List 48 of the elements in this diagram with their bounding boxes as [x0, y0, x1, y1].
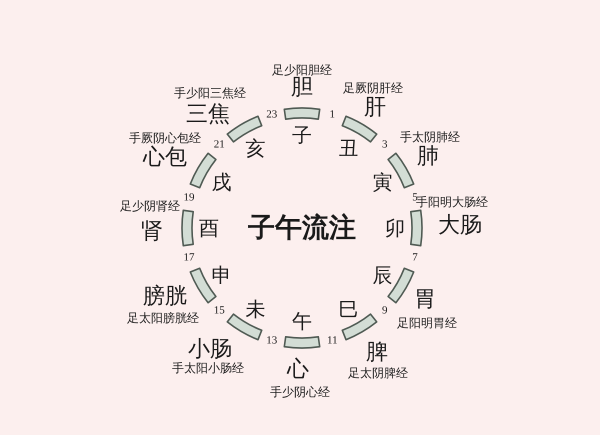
- meridian-label: 足少阳胆经: [272, 64, 332, 76]
- organ-label: 膀胱: [143, 286, 187, 308]
- meridian-label: 足少阴肾经: [120, 200, 180, 212]
- organ-label: 大肠: [438, 215, 482, 237]
- branch-label: 子: [292, 125, 312, 145]
- hour-label: 7: [412, 252, 418, 264]
- branch-label: 卯: [385, 218, 405, 238]
- branch-label: 酉: [199, 218, 219, 238]
- diagram-title: 子午流注: [248, 214, 356, 242]
- organ-label: 脾: [366, 342, 388, 364]
- meridian-label: 手太阳小肠经: [172, 362, 244, 374]
- hour-label: 21: [214, 140, 225, 151]
- hour-label: 3: [382, 140, 388, 151]
- organ-label: 胆: [291, 77, 313, 99]
- meridian-label: 手厥阴心包经: [129, 132, 201, 144]
- organ-label: 肺: [417, 146, 439, 168]
- meridian-label: 手阳明大肠经: [416, 196, 488, 208]
- organ-label: 心包: [143, 147, 187, 169]
- branch-label: 巳: [338, 298, 358, 318]
- branch-label: 亥: [246, 138, 266, 158]
- organ-label: 三焦: [186, 104, 230, 126]
- branch-label: 寅: [372, 172, 392, 192]
- meridian-label: 足太阴脾经: [348, 367, 408, 379]
- hour-label: 13: [266, 336, 278, 346]
- meridian-label: 手太阴肺经: [400, 131, 460, 143]
- hour-label: 17: [184, 252, 194, 264]
- organ-label: 心: [287, 359, 309, 381]
- hour-label: 11: [327, 336, 338, 346]
- meridian-label: 手少阳三焦经: [174, 87, 246, 99]
- organ-label: 肝: [364, 97, 386, 119]
- hour-label: 23: [266, 110, 278, 120]
- organ-label: 小肠: [188, 339, 232, 361]
- meridian-label: 足厥阴肝经: [343, 82, 403, 94]
- organ-label: 肾: [141, 221, 163, 243]
- meridian-label: 手少阴心经: [270, 386, 330, 398]
- branch-label: 未: [246, 298, 266, 318]
- branch-label: 丑: [338, 138, 358, 158]
- organ-label: 胃: [414, 289, 436, 311]
- hour-label: 9: [382, 305, 388, 316]
- meridian-label: 足阳明胃经: [397, 317, 457, 329]
- meridian-label: 足太阳膀胱经: [127, 312, 199, 324]
- hour-label: 15: [214, 305, 225, 316]
- branch-label: 午: [292, 311, 312, 331]
- branch-label: 戌: [212, 172, 232, 192]
- branch-label: 申: [212, 264, 232, 284]
- branch-label: 辰: [372, 264, 392, 284]
- hour-label: 19: [184, 192, 194, 204]
- hour-label: 1: [330, 110, 336, 120]
